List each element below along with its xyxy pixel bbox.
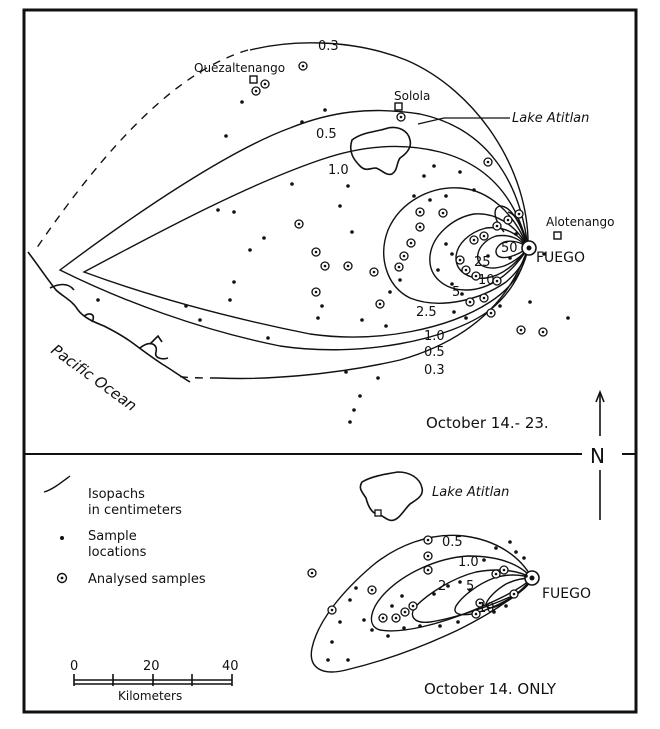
bottom-lake-atitlan-shape: [359, 471, 424, 522]
bottom-isopach-label-10: 10: [478, 601, 495, 616]
quezaltenango-marker: [249, 75, 258, 84]
bottom-lake-atitlan-label: Lake Atitlan: [432, 485, 509, 500]
north-label: N: [590, 444, 605, 468]
bottom-fuego-volcano-icon: [524, 570, 540, 586]
scale-tick-20: 20: [143, 659, 160, 674]
isopach-label-25: 25: [474, 255, 491, 270]
isopach-label-0-5-top: 0.5: [316, 127, 337, 142]
coast-inlet-3: [139, 342, 169, 360]
lake-pointer: [417, 117, 510, 125]
bottom-isopach-0-5: [310, 534, 533, 673]
top-period-label: October 14.- 23.: [426, 414, 549, 432]
isopach-label-50: 50: [501, 241, 518, 256]
scale-tick-40: 40: [222, 659, 239, 674]
bottom-period-label: October 14. ONLY: [424, 680, 557, 698]
isopach-0-5: [58, 109, 529, 351]
fuego-label: FUEGO: [536, 250, 585, 266]
scale-bar: 0 20 40 Kilometers: [70, 659, 239, 703]
scale-unit-label: Kilometers: [118, 689, 182, 703]
legend-sample-line2: locations: [88, 545, 147, 560]
coastline: [27, 251, 191, 383]
isopach-5: [429, 213, 529, 291]
isopach-label-0-3-top: 0.3: [318, 39, 339, 54]
bottom-fuego-label: FUEGO: [542, 586, 591, 602]
legend-sample-line1: Sample: [88, 529, 137, 544]
isopach-1-0: [82, 145, 529, 338]
coast-lagoon: [149, 334, 163, 345]
isopach-0-3: [249, 42, 529, 249]
bottom-analysed-samples-dots: [310, 538, 516, 620]
alotenango-label: Alotenango: [546, 215, 615, 229]
bottom-isopach-label-5: 5: [466, 579, 474, 594]
analysed-samples: [251, 61, 548, 337]
fuego-volcano-icon: [521, 240, 537, 256]
solola-marker: [394, 102, 403, 111]
isopach-label-5: 5: [452, 285, 460, 300]
solola-label: Solola: [394, 89, 430, 103]
coast-inlet-2: [83, 313, 95, 323]
quezaltenango-label: Quezaltenango: [194, 61, 285, 75]
analysed-samples-dots: [254, 64, 545, 334]
isopach-label-1-0-top: 1.0: [328, 163, 349, 178]
bottom-lake-marker: [374, 509, 382, 517]
legend-isopach-line-icon: [43, 475, 71, 493]
isopach-0-3-inferred-west: [33, 49, 249, 253]
isopach-label-0-3-bottom: 0.3: [424, 363, 445, 378]
legend-analysed-label: Analysed samples: [88, 572, 206, 587]
legend-sample-dot-icon: [60, 536, 64, 540]
lake-atitlan-label: Lake Atitlan: [512, 111, 589, 126]
north-arrow: N: [590, 389, 605, 520]
isopach-0-3-inferred-south: [175, 375, 219, 379]
map-frame: [22, 8, 638, 714]
alotenango-marker: [553, 231, 562, 240]
isopach-label-0-5-bottom: 0.5: [424, 345, 445, 360]
bottom-isopach-label-2: 2: [438, 579, 446, 594]
scale-tick-0: 0: [70, 659, 78, 674]
bottom-isopach-label-0-5: 0.5: [442, 535, 463, 550]
legend: Isopachs in centimeters Sample locations…: [43, 475, 206, 587]
isopach-0-3-south: [217, 247, 529, 380]
isopach-label-10: 10: [478, 273, 495, 288]
legend-isopachs-line2: in centimeters: [88, 503, 182, 518]
bottom-isopach-label-1-0: 1.0: [458, 555, 479, 570]
sample-locations: [96, 100, 570, 424]
isopach-25: [477, 234, 529, 269]
isopach-label-1-0-bottom: 1.0: [424, 329, 445, 344]
bottom-map: Lake Atitlan FUEGO 0.5 1.0 2 5 10 Octobe…: [307, 471, 591, 698]
coast-inlet-1: [49, 283, 75, 291]
bottom-sample-locations: [326, 540, 528, 662]
isopach-label-2-5: 2.5: [416, 305, 437, 320]
legend-isopachs-line1: Isopachs: [88, 487, 145, 502]
lake-atitlan-shape: [349, 126, 412, 176]
